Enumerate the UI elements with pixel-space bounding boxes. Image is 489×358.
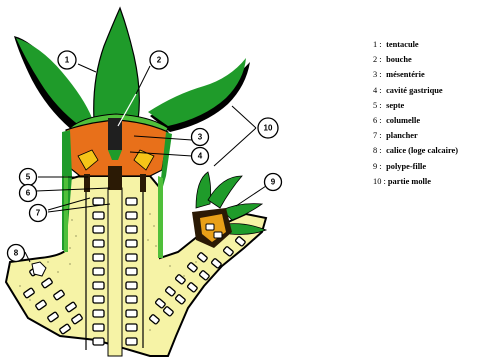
callout-label: 4 — [198, 152, 203, 161]
columelle-column — [108, 188, 122, 356]
legend-item-plancher: 7 : plancher — [373, 128, 489, 143]
legend-label: plancher — [386, 131, 418, 140]
legend-item-bouche: 2 : bouche — [373, 52, 489, 67]
callout-3: 3 — [192, 129, 209, 146]
daughter-tentacle — [208, 176, 242, 208]
callout-label: 2 — [157, 56, 162, 65]
callout-9: 9 — [265, 174, 282, 191]
legend-item-calice: 8 : calice (loge calcaire) — [373, 143, 489, 158]
legend-label: cavité gastrique — [386, 86, 443, 95]
callout-7: 7 — [30, 205, 47, 222]
legend-number: 2 : — [373, 52, 384, 67]
callout-2: 2 — [150, 51, 168, 69]
tentacle-center — [94, 8, 140, 120]
callout-6: 6 — [20, 185, 37, 202]
legend-number: 4 : — [373, 83, 384, 98]
tentacle-left — [16, 38, 92, 126]
callout-label: 7 — [36, 209, 41, 218]
columelle-top — [108, 166, 122, 190]
daughter-tentacle — [196, 172, 211, 208]
callout-10: 10 — [258, 118, 278, 138]
legend-label: partie molle — [388, 177, 431, 186]
callout-label: 3 — [198, 133, 203, 142]
legend-label: polype-fille — [386, 162, 426, 171]
legend-label: bouche — [386, 55, 412, 64]
legend-number: 8 : — [373, 143, 384, 158]
legend-number: 3 : — [373, 67, 384, 82]
legend-item-mesenterie: 3 : mésentérie — [373, 67, 489, 82]
legend-label: columelle — [386, 116, 420, 125]
legend-item-polype-fille: 9 : polype-fille — [373, 159, 489, 174]
callout-label: 9 — [271, 178, 276, 187]
septum-top — [140, 174, 146, 192]
legend-label: calice (loge calcaire) — [386, 146, 458, 155]
outer-tissue-left — [64, 176, 68, 252]
callout-label: 1 — [65, 56, 70, 65]
legend-item-tentacule: 1 : tentacule — [373, 37, 489, 52]
legend-label: tentacule — [386, 40, 419, 49]
legend-item-columelle: 6 : columelle — [373, 113, 489, 128]
legend-number: 7 : — [373, 128, 384, 143]
outer-tissue-right — [158, 176, 163, 258]
daughter-chamber — [214, 232, 222, 238]
callout-4: 4 — [192, 148, 209, 165]
callout-5: 5 — [20, 169, 37, 186]
callout-1: 1 — [58, 51, 76, 69]
callout-label: 6 — [26, 189, 31, 198]
legend-item-partie-molle: 10 : partie molle — [373, 174, 489, 189]
legend-number: 6 : — [373, 113, 384, 128]
callout-label: 10 — [264, 124, 273, 133]
legend-label: mésentérie — [386, 70, 425, 79]
calcareous-skeleton — [6, 176, 266, 356]
legend-number: 10 : — [373, 174, 386, 189]
callout-label: 5 — [26, 173, 31, 182]
legend: 1 : tentacule 2 : bouche 3 : mésentérie … — [373, 37, 489, 189]
legend-number: 5 : — [373, 98, 384, 113]
legend-number: 9 : — [373, 159, 384, 174]
legend-number: 1 : — [373, 37, 384, 52]
callout-label: 8 — [14, 249, 19, 258]
legend-item-septe: 5 : septe — [373, 98, 489, 113]
legend-item-cavite-gastrique: 4 : cavité gastrique — [373, 83, 489, 98]
legend-label: septe — [386, 101, 404, 110]
callout-8: 8 — [8, 245, 25, 262]
daughter-chamber — [206, 224, 214, 230]
